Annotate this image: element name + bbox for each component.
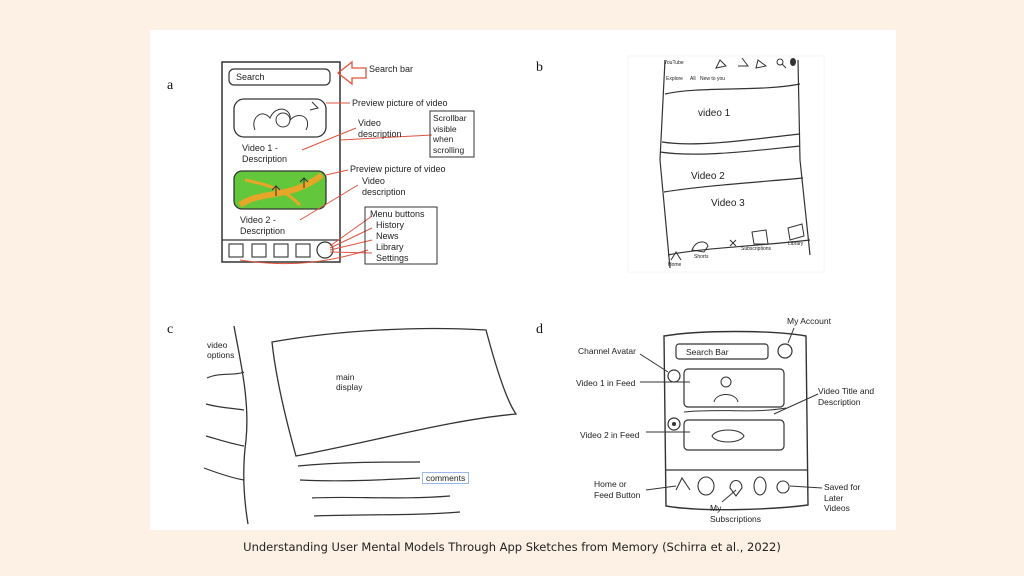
panel-b-home: Home <box>668 262 682 268</box>
figure-caption: Understanding User Mental Models Through… <box>243 540 781 554</box>
panel-a-menu-history: History <box>376 220 405 230</box>
panel-b-video1: video 1 <box>698 108 731 119</box>
panel-b-youtube-logo: YouTube <box>664 60 684 66</box>
panel-d-my-subscriptions: My Subscriptions <box>710 503 762 524</box>
panel-a-menu-library: Library <box>376 242 404 252</box>
panel-d-channel-avatar: Channel Avatar <box>578 346 636 356</box>
panel-d-home-feed-button: Home or Feed Button <box>594 479 641 500</box>
panel-b-explore: Explore <box>666 76 683 82</box>
panel-a-video2-title: Video 2 - Description <box>240 215 286 236</box>
panel-a-menu-settings: Settings <box>376 253 409 263</box>
panel-c-comments: comments <box>422 472 470 484</box>
panel-a-letter: a <box>167 78 174 93</box>
panel-d-letter: d <box>536 322 543 337</box>
panel-a-search-field: Search <box>236 72 265 82</box>
panel-c-video-options: video options <box>207 340 235 360</box>
panel-a-preview-label-1: Preview picture of video <box>352 98 448 108</box>
panel-d-video-title-desc: Video Title and Description <box>818 386 875 407</box>
panel-a-menu-buttons: Menu buttons <box>370 209 425 219</box>
panel-d-video2-feed: Video 2 in Feed <box>580 430 640 440</box>
panel-b-library: Library <box>788 241 804 247</box>
panel-a-menu-news: News <box>376 231 399 241</box>
panel-d-search-bar: Search Bar <box>686 347 729 357</box>
panel-b-letter: b <box>536 60 543 75</box>
panel-b-new-to-you: New to you <box>700 76 726 82</box>
panel-a-video-desc-1: Video description <box>358 118 402 139</box>
panel-b-shorts: Shorts <box>694 254 709 260</box>
panel-a-scrollbar-note: Scrollbar visible when scrolling <box>433 113 467 155</box>
panel-b-video3: Video 3 <box>711 198 745 209</box>
panel-a-preview-label-2: Preview picture of video <box>350 164 446 174</box>
panel-a-video-desc-2: Video description <box>362 176 406 197</box>
panel-b-all: All <box>690 76 696 82</box>
panel-b-video2: Video 2 <box>691 171 725 182</box>
panel-c-letter: c <box>167 322 174 337</box>
panel-d-saved-later: Saved for Later Videos <box>824 482 861 513</box>
panel-a-search-bar-label: Search bar <box>369 64 414 74</box>
panel-d-video1-feed: Video 1 in Feed <box>576 378 636 388</box>
panel-d-my-account: My Account <box>787 316 831 326</box>
panel-a-video1-title: Video 1 - Description <box>242 143 288 164</box>
panel-c-main-display: main display <box>336 372 363 392</box>
panel-b-subscriptions: Subscriptions <box>741 246 772 252</box>
